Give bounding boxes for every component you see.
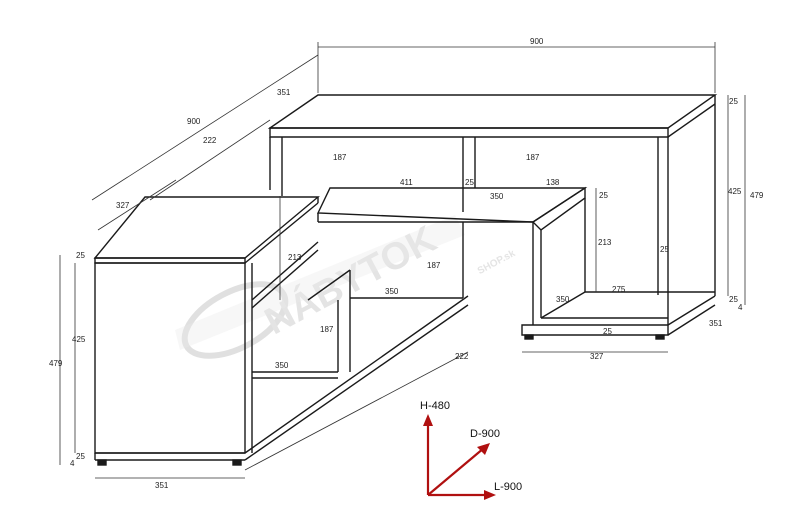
dim-inner-187-b: 187 (526, 153, 540, 162)
dim-inner-25-mid: 25 (465, 178, 474, 187)
dim-inner-350-c: 350 (556, 295, 570, 304)
height-axis-arrowhead (423, 414, 433, 426)
dimension-labels: 900 900 351 222 327 479 425 25 25 4 351 … (49, 37, 764, 490)
dim-inner-411: 411 (400, 178, 413, 187)
furniture-outline (93, 94, 718, 466)
watermark: NÁBYTOK SHOP.sk (175, 215, 518, 359)
dim-inner-25-bottom: 25 (603, 327, 612, 336)
dim-inner-350-a: 350 (490, 192, 504, 201)
height-axis-label: H-480 (420, 400, 450, 412)
axis-indicator: H-480 D-900 L-900 (420, 400, 522, 500)
depth-axis-label: D-900 (470, 428, 500, 440)
dim-thick-25-right-top: 25 (729, 97, 738, 106)
dim-inner-25-small: 25 (599, 191, 608, 200)
watermark-band (175, 215, 465, 350)
dim-depth-222-top: 222 (203, 136, 217, 145)
dim-height-425-right: 425 (728, 187, 742, 196)
dim-bottom-222: 222 (455, 352, 469, 361)
dim-inner-350-b: 350 (385, 287, 399, 296)
dim-height-425-left: 425 (72, 335, 86, 344)
dim-height-479-right: 479 (750, 191, 764, 200)
dim-depth-900: 900 (187, 117, 201, 126)
dim-inner-213-right: 213 (598, 238, 612, 247)
dimension-lines (59, 42, 746, 479)
dim-top-width: 900 (530, 37, 544, 46)
dim-inner-187-c: 187 (427, 261, 441, 270)
dim-depth-327-top: 327 (116, 201, 130, 210)
depth-axis-line (427, 447, 485, 496)
dim-bottom-327: 327 (590, 352, 604, 361)
dim-depth-351-right: 351 (709, 319, 723, 328)
depth-axis-arrowhead (477, 443, 490, 455)
dim-width-351-left-bottom: 351 (155, 481, 169, 490)
watermark-domain: SHOP.sk (476, 248, 518, 277)
dim-inner-25-right-panel: 25 (660, 245, 669, 254)
dim-inner-138: 138 (546, 178, 560, 187)
dim-height-479-left: 479 (49, 359, 63, 368)
dim-thick-25-left-bottom: 25 (76, 452, 85, 461)
dim-thick-25-right-bottom: 25 (729, 295, 738, 304)
dim-inner-275: 275 (612, 285, 626, 294)
length-axis-label: L-900 (494, 481, 522, 493)
dim-small-4-left: 4 (70, 459, 75, 468)
dim-depth-351-top: 351 (277, 88, 291, 97)
length-axis-arrowhead (484, 490, 496, 500)
dim-small-4-right: 4 (738, 303, 743, 312)
dim-inner-187-a: 187 (333, 153, 347, 162)
dim-inner-213-left: 213 (288, 253, 302, 262)
watermark-ellipse (181, 281, 289, 359)
dim-inner-350-d: 350 (275, 361, 289, 370)
dim-inner-187-d: 187 (320, 325, 334, 334)
dim-thick-25-left-top: 25 (76, 251, 85, 260)
